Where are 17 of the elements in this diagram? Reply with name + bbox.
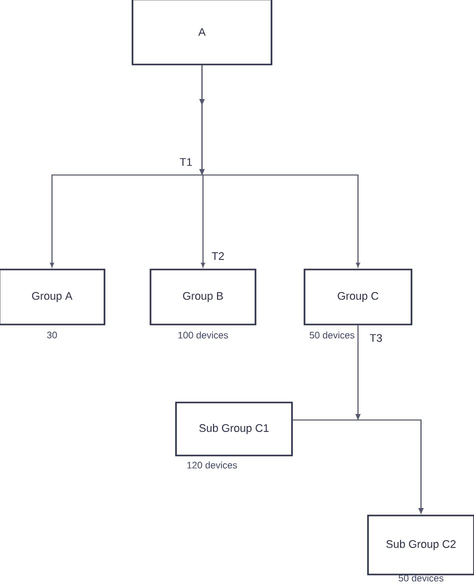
device-count: 120 devices xyxy=(187,462,237,468)
arrow xyxy=(355,325,424,514)
box: Sub Group C1 xyxy=(175,402,293,456)
device-count: 50 devices xyxy=(310,332,354,338)
arrow xyxy=(199,65,360,268)
box: Group C xyxy=(304,268,412,326)
box: Sub Group C2 xyxy=(367,514,474,576)
edge-label: T2 xyxy=(210,251,226,261)
box: Group B xyxy=(150,268,256,326)
junction-label: T1 xyxy=(178,157,194,167)
device-count: 50 devices xyxy=(398,574,444,582)
box: A xyxy=(132,0,272,66)
box: Group A xyxy=(0,268,106,326)
arrow xyxy=(292,419,424,514)
device-count: 30 xyxy=(47,332,57,338)
edge-label: T3 xyxy=(368,333,384,343)
device-count: 100 devices xyxy=(178,332,228,338)
